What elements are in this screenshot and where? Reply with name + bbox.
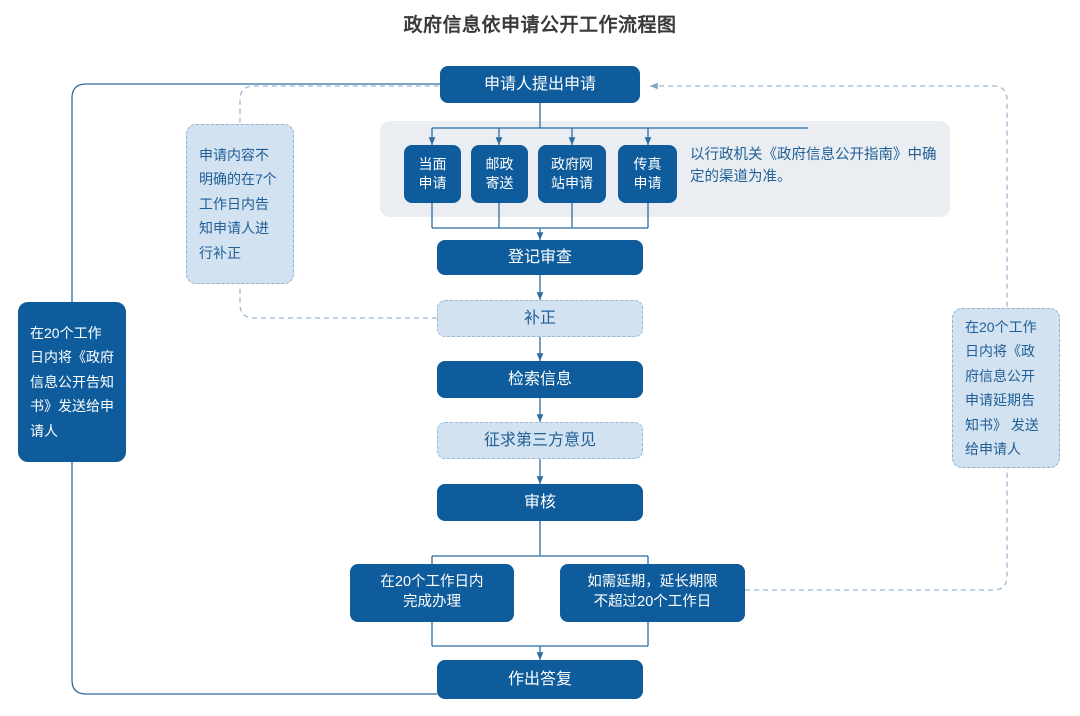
node-channel-postal-label: 邮政 寄送 [485, 156, 514, 191]
note-right-notice: 在20个工作日内将《政府信息公开申请延期告知书》 发送给申请人 [952, 308, 1060, 468]
node-retrieve[interactable]: 检索信息 [437, 361, 643, 398]
node-channel-fax-label: 传真 申请 [633, 156, 662, 191]
note-supplement-text: 申请内容不明确的在7个工作日内告知申请人进行补正 [199, 146, 277, 261]
node-complete-in-20-days-label: 在20个工作日内 完成办理 [380, 574, 484, 610]
node-retrieve-label: 检索信息 [507, 370, 572, 388]
node-extension[interactable]: 如需延期，延长期限 不超过20个工作日 [560, 564, 745, 622]
node-channel-in-person-label: 当面 申请 [418, 156, 447, 191]
node-channel-postal[interactable]: 邮政 寄送 [471, 145, 528, 203]
node-review[interactable]: 审核 [437, 484, 643, 521]
node-third-party-opinion[interactable]: 征求第三方意见 [437, 422, 643, 459]
page-title: 政府信息依申请公开工作流程图 [403, 15, 677, 36]
node-supplement-label: 补正 [523, 309, 556, 327]
note-right-notice-text: 在20个工作日内将《政府信息公开申请延期告知书》 发送给申请人 [965, 318, 1039, 458]
node-start-label: 申请人提出申请 [483, 75, 596, 93]
node-complete-in-20-days[interactable]: 在20个工作日内 完成办理 [350, 564, 514, 622]
node-end[interactable]: 作出答复 [437, 660, 643, 699]
node-channel-website[interactable]: 政府网 站申请 [538, 145, 606, 203]
node-start[interactable]: 申请人提出申请 [440, 66, 640, 103]
node-channel-website-label: 政府网 站申请 [551, 156, 593, 191]
channel-note: 以行政机关《政府信息公开指南》中确定的渠道为准。 [690, 147, 937, 186]
note-left-notice: 在20个工作日内将《政府信息公开告知书》发送给申请人 [18, 302, 126, 462]
node-review-label: 审核 [523, 493, 556, 511]
node-third-party-opinion-label: 征求第三方意见 [483, 431, 596, 449]
note-left-notice-text: 在20个工作日内将《政府信息公开告知书》发送给申请人 [30, 324, 114, 439]
node-register-label: 登记审查 [507, 248, 572, 266]
node-register[interactable]: 登记审查 [437, 240, 643, 275]
note-supplement: 申请内容不明确的在7个工作日内告知申请人进行补正 [186, 124, 294, 284]
node-end-label: 作出答复 [507, 670, 572, 688]
node-channel-in-person[interactable]: 当面 申请 [404, 145, 461, 203]
node-extension-label: 如需延期，延长期限 不超过20个工作日 [587, 574, 718, 610]
node-supplement[interactable]: 补正 [437, 300, 643, 337]
node-channel-fax[interactable]: 传真 申请 [618, 145, 677, 203]
